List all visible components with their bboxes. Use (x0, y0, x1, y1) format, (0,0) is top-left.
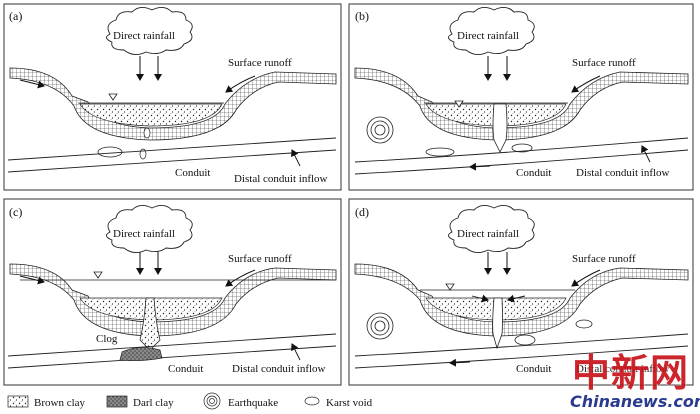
runoff-arrow (225, 269, 256, 287)
cloud-label: Direct rainfall (113, 30, 175, 42)
flow-arrow (469, 162, 491, 171)
panel-tag: (d) (355, 205, 369, 219)
runoff-arrow (225, 75, 256, 93)
rain-cloud (106, 205, 193, 253)
inflow-arrow (641, 145, 651, 163)
runoff-arrow (571, 75, 601, 93)
conduit-top (7, 333, 337, 357)
cloud-label: Direct rainfall (113, 228, 175, 240)
legend-brown-clay: Brown clay (34, 397, 86, 409)
water-level-icon (445, 283, 455, 291)
panel-frame (348, 3, 694, 191)
karst-void (97, 146, 123, 158)
flow-arrow (449, 358, 471, 367)
conduit-label: Conduit (175, 167, 210, 179)
conduit-label: Conduit (516, 167, 551, 179)
runoff-label: Surface runoff (572, 253, 636, 265)
karst-void (514, 334, 536, 346)
legend-darl-clay: Darl clay (133, 397, 174, 409)
karst-void (139, 148, 147, 160)
inflow-label: Distal conduit inflow (234, 173, 328, 185)
legend-earthquake: Earthquake (228, 397, 278, 409)
inflow-arrow (291, 149, 301, 167)
earthquake-legend-icon (203, 392, 221, 410)
earthquake-icon (366, 116, 394, 144)
conduit-top (354, 137, 689, 163)
conduit-bottom (354, 345, 689, 369)
rain-cloud (106, 7, 193, 55)
inflow-label: Distal conduit inflow (576, 363, 670, 375)
panel-c: (c) Direct rainfall Surface runoff Clog … (3, 198, 342, 386)
watermark-url: Chinanews.com (570, 392, 700, 411)
conduit-top (7, 137, 337, 161)
legend: Brown clay Darl clay Earthquake Karst vo… (7, 392, 373, 410)
panel-b: (b) Direct rainfall Surface runoff Condu… (348, 3, 694, 191)
runoff-label: Surface runoff (228, 253, 292, 265)
runoff-label: Surface runoff (572, 57, 636, 69)
watermark-chinese: 中新网 (572, 351, 690, 395)
karst-void-legend-icon (304, 396, 320, 406)
panel-frame (348, 198, 694, 386)
brown-clay-layer (79, 103, 223, 127)
karst-void (575, 319, 593, 329)
panel-tag: (a) (9, 9, 22, 23)
darl-clay-swatch (106, 395, 128, 408)
earthquake-icon (366, 312, 394, 340)
panel-d: (d) Direct rainfall Surface runoff Condu… (348, 198, 694, 386)
conduit-label: Conduit (168, 363, 203, 375)
inflow-arrow (291, 343, 301, 361)
water-level-icon (108, 93, 118, 101)
panel-a: (a) Direct rainfall Surface runoff Condu… (3, 3, 342, 191)
flow-arrow (19, 79, 45, 89)
cloud-label: Direct rainfall (457, 228, 519, 240)
rain-cloud (448, 205, 535, 253)
runoff-arrow (571, 269, 601, 287)
sinkhole-collapse (139, 297, 161, 351)
conduit-bottom (354, 149, 689, 175)
panel-tag: (b) (355, 9, 369, 23)
legend-karst-void: Karst void (326, 397, 373, 409)
clog-deposit (119, 347, 163, 362)
clog-label: Clog (96, 333, 118, 345)
flow-arrow (19, 275, 45, 285)
runoff-label: Surface runoff (228, 57, 292, 69)
panel-tag: (c) (9, 205, 22, 219)
conduit-label: Conduit (516, 363, 551, 375)
conduit-top (354, 333, 689, 357)
karst-void (511, 143, 533, 153)
flow-arrow (507, 294, 526, 303)
water-level-icon (93, 271, 103, 279)
inflow-label: Distal conduit inflow (576, 167, 670, 179)
sinkhole-collapse (492, 103, 508, 153)
water-level-icon (454, 100, 464, 108)
karst-void (143, 127, 151, 139)
rain-cloud (448, 7, 535, 55)
karst-void (425, 147, 455, 157)
inflow-label: Distal conduit inflow (232, 363, 326, 375)
flow-arrow (471, 294, 489, 303)
sinkhole-collapse (492, 297, 503, 350)
conduit-bottom (7, 149, 337, 173)
panel-frame (3, 3, 342, 191)
brown-clay-swatch (7, 395, 29, 408)
panel-frame (3, 198, 342, 386)
cloud-label: Direct rainfall (457, 30, 519, 42)
